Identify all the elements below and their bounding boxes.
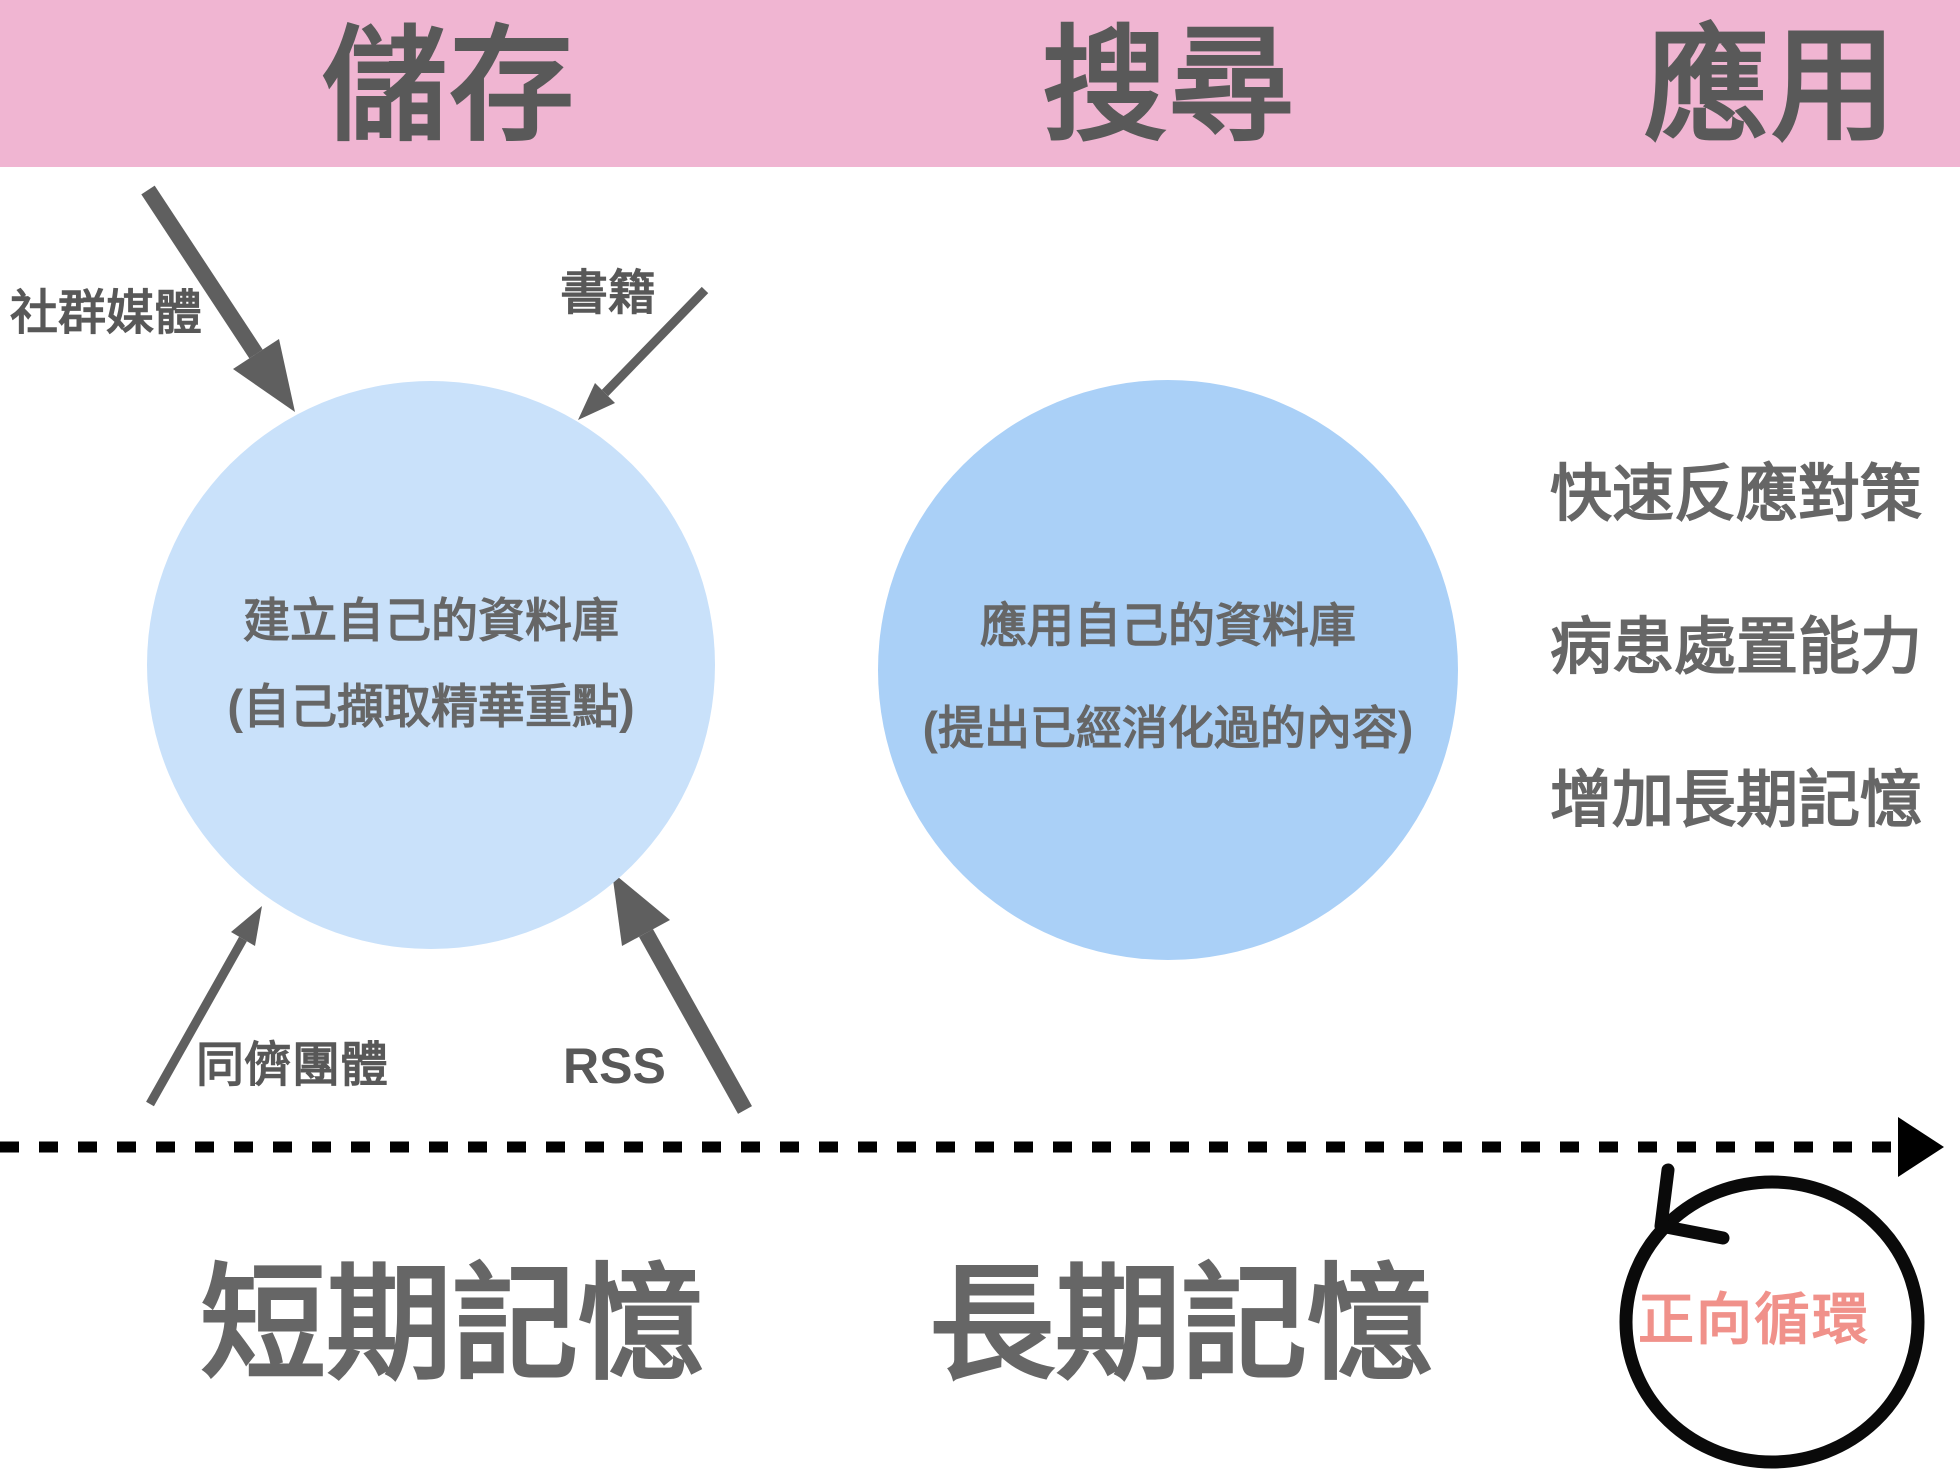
positive-cycle-label: 正向循環 — [1638, 1288, 1870, 1351]
header-title-store: 儲存 — [322, 17, 576, 156]
benefit-item-long-term-memory: 增加長期記憶 — [1549, 766, 1922, 835]
header-title-apply: 應用 — [1644, 17, 1898, 156]
benefit-item-quick-response: 快速反應對策 — [1549, 460, 1922, 529]
label-social-media: 社群媒體 — [10, 287, 203, 340]
output-circle-line1: 應用自己的資料庫 — [980, 599, 1356, 652]
long-term-memory-label: 長期記憶 — [929, 1254, 1433, 1395]
output-circle-line2: (提出已經消化過的內容) — [922, 702, 1414, 754]
label-books: 書籍 — [560, 267, 657, 320]
input-circle-line2: (自己擷取精華重點) — [227, 680, 635, 733]
output-circle: 應用自己的資料庫 (提出已經消化過的內容) — [878, 380, 1458, 960]
label-peer-group: 同儕團體 — [196, 1039, 389, 1092]
timeline-dashed-arrow — [0, 1117, 1944, 1177]
header-band — [0, 0, 1960, 167]
input-circle: 建立自己的資料庫 (自己擷取精華重點) — [147, 381, 715, 949]
input-circle-line1: 建立自己的資料庫 — [243, 594, 619, 647]
short-term-memory-label: 短期記憶 — [200, 1254, 704, 1395]
benefit-item-patient-management: 病患處置能力 — [1549, 613, 1922, 682]
header-title-search: 搜尋 — [1042, 17, 1296, 156]
label-rss: RSS — [563, 1038, 666, 1094]
